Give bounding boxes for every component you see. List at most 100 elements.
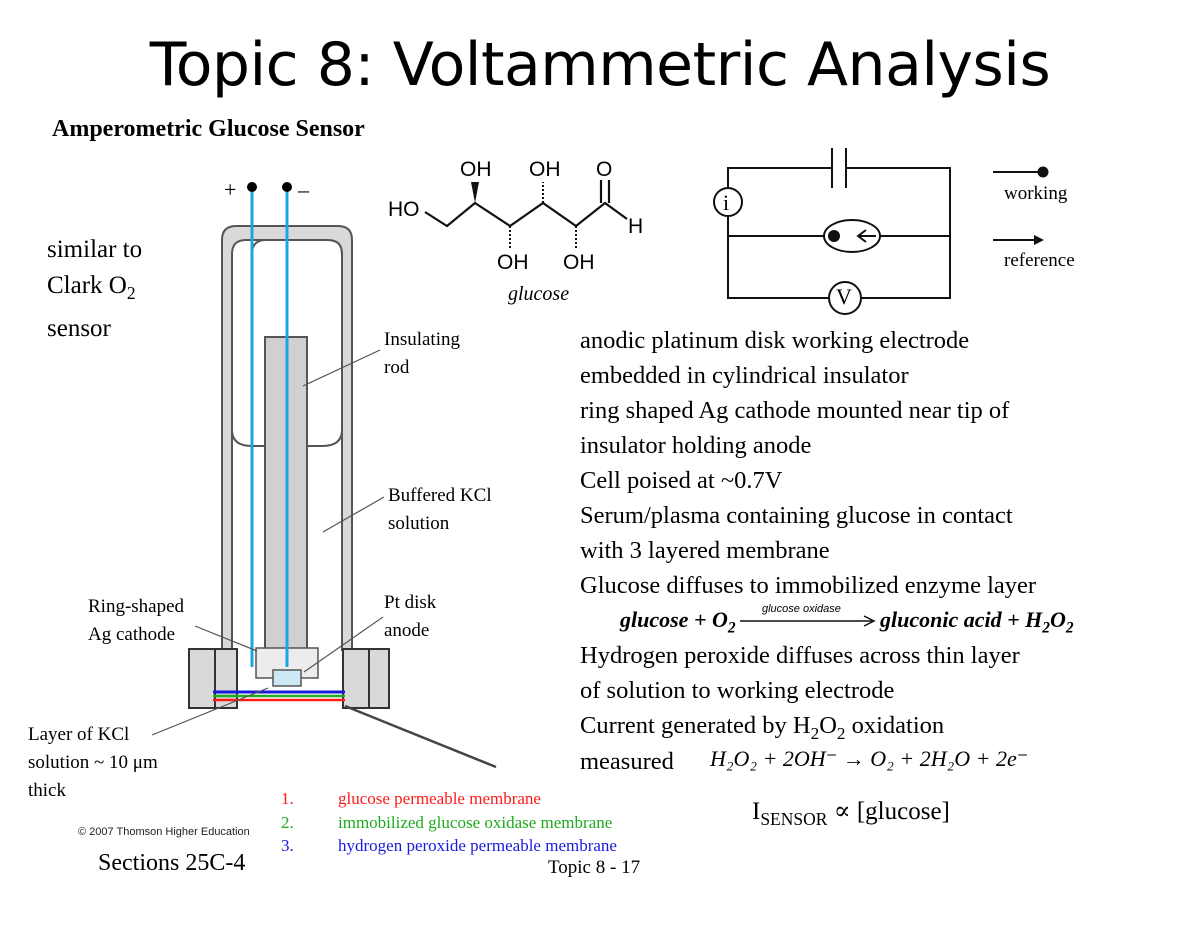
label-buffered-kcl-1: Buffered KCl xyxy=(388,485,492,506)
membrane-2-label: immobilized glucose oxidase membrane xyxy=(338,813,613,832)
ammeter-circle xyxy=(713,187,743,217)
side-note-line-2: Clark O2 xyxy=(47,268,142,311)
subtitle: Amperometric Glucose Sensor xyxy=(52,116,365,142)
cell-ellipse xyxy=(823,219,881,253)
legend-reference-label: reference xyxy=(1004,250,1075,271)
current-line: Current generated by H2O2 oxidation xyxy=(580,712,944,744)
page-title: Topic 8: Voltammetric Analysis xyxy=(149,30,1051,100)
current-line-sub2: 2 xyxy=(836,723,846,743)
oh-bottom-2: OH xyxy=(563,251,595,274)
reaction1-right-sub2: 2 xyxy=(1065,619,1074,637)
legend-working-dot xyxy=(1037,166,1049,178)
label-kcl-layer: Layer of KCl solution ~ 10 μm thick xyxy=(28,721,158,805)
reaction1-catalyst: glucose oxidase xyxy=(762,603,841,615)
callout-kcl xyxy=(322,496,385,533)
sections-footer: Sections 25C-4 xyxy=(98,850,246,876)
current-line-mid: O xyxy=(819,712,837,739)
cell-working-dot xyxy=(828,230,840,242)
glucose-backbone xyxy=(424,201,628,228)
label-ring-cathode-2: Ag cathode xyxy=(88,624,176,645)
measured-word: measured xyxy=(580,748,674,775)
pt-disk-shape xyxy=(272,669,302,687)
label-pt-disk: Pt disk anode xyxy=(384,589,436,645)
side-note-sub: 2 xyxy=(126,283,136,303)
reaction1-left-text: glucose + O xyxy=(620,607,728,632)
body-line-8: Glucose diffuses to immobilized enzyme l… xyxy=(580,572,1037,599)
label-insulating-rod: Insulating rod xyxy=(384,326,460,382)
circuit-outer-left xyxy=(727,216,829,299)
voltmeter-symbol: V xyxy=(836,284,852,309)
proportionality-i: I xyxy=(752,798,761,825)
terminal-plus xyxy=(247,182,257,192)
base-block-right-outer xyxy=(368,648,390,709)
current-line-post: oxidation xyxy=(845,712,945,739)
side-note-clark: Clark O xyxy=(47,272,127,299)
reaction1-left: glucose + O2 xyxy=(620,607,736,637)
copyright: © 2007 Thomson Higher Education xyxy=(78,826,250,838)
body-line-6: Serum/plasma containing glucose in conta… xyxy=(580,502,1013,529)
reaction2: H₂O₂ + 2OH⁻ → O₂ + 2H₂O + 2e⁻ xyxy=(710,746,1029,771)
body-line-1: anodic platinum disk working electrode xyxy=(580,327,970,354)
label-ring-cathode: Ring-shaped Ag cathode xyxy=(88,593,184,649)
ho-left: HO xyxy=(388,198,420,221)
body-line-3: ring shaped Ag cathode mounted near tip … xyxy=(580,397,1010,424)
callout-membrane xyxy=(344,704,497,769)
label-buffered-kcl-2: solution xyxy=(388,513,450,534)
membrane-3-num: 3. xyxy=(281,836,294,855)
page-number: Topic 8 - 17 xyxy=(548,857,641,878)
body-line-9: Hydrogen peroxide diffuses across thin l… xyxy=(580,642,1020,669)
proportionality-sub: SENSOR xyxy=(760,809,828,829)
legend-reference-arrow xyxy=(1034,235,1044,245)
side-note-line-3: sensor xyxy=(47,315,111,342)
side-note: similar to Clark O2 sensor xyxy=(47,232,142,347)
current-line-sub1: 2 xyxy=(810,723,820,743)
legend-working-label: working xyxy=(1004,183,1068,204)
label-kcl-layer-2: solution ~ 10 μm xyxy=(28,752,158,773)
body-line-2: embedded in cylindrical insulator xyxy=(580,362,909,389)
base-block-right-inner xyxy=(342,648,370,709)
reaction1-right: gluconic acid + H2O2 xyxy=(880,607,1074,637)
membrane-1-num: 1. xyxy=(281,789,294,808)
membrane-3-label: hydrogen peroxide permeable membrane xyxy=(338,836,617,855)
label-buffered-kcl: Buffered KCl solution xyxy=(388,482,492,538)
circuit-outer-top xyxy=(727,167,951,299)
oh-bottom-1: OH xyxy=(497,251,529,274)
oh-top-2: OH xyxy=(529,158,561,181)
reaction1-right-text: gluconic acid + H xyxy=(880,607,1043,632)
proportionality-rest: ∝ [glucose] xyxy=(827,798,950,825)
plus-label: + xyxy=(224,177,237,202)
oh-top-1: OH xyxy=(460,158,492,181)
current-line-pre: Current generated by H xyxy=(580,712,811,739)
glucose-caption: glucose xyxy=(508,283,570,305)
voltmeter-circle xyxy=(828,281,862,315)
callout-pt xyxy=(303,616,384,673)
label-kcl-layer-1: Layer of KCl xyxy=(28,724,130,745)
body-line-4: insulator holding anode xyxy=(580,432,812,459)
reaction1-right-mid: O xyxy=(1049,607,1066,632)
label-pt-disk-1: Pt disk xyxy=(384,592,437,613)
proportionality: ISENSOR ∝ [glucose] xyxy=(752,796,950,830)
callout-ring xyxy=(194,625,258,652)
membrane-2-num: 2. xyxy=(281,813,294,832)
cell-arrow-head xyxy=(856,229,867,243)
ammeter-symbol: i xyxy=(723,190,730,215)
label-ring-cathode-1: Ring-shaped xyxy=(88,596,185,617)
callout-layer xyxy=(151,687,269,736)
reaction1-right-sub1: 2 xyxy=(1042,619,1050,637)
h-right: H xyxy=(628,215,644,238)
o-top: O xyxy=(596,158,613,181)
body-line-5: Cell poised at ~0.7V xyxy=(580,467,783,494)
minus-label: – xyxy=(298,177,309,202)
body-line-10: of solution to working electrode xyxy=(580,677,895,704)
body-line-7: with 3 layered membrane xyxy=(580,537,830,564)
side-note-line-1: similar to xyxy=(47,236,143,263)
label-kcl-layer-3: thick xyxy=(28,780,66,801)
membrane-1-label: glucose permeable membrane xyxy=(338,789,541,808)
reaction1-arrow-head xyxy=(863,615,876,627)
label-insulating-rod-1: Insulating xyxy=(384,329,460,350)
label-insulating-rod-2: rod xyxy=(384,357,410,378)
reaction1-left-sub: 2 xyxy=(727,619,736,637)
